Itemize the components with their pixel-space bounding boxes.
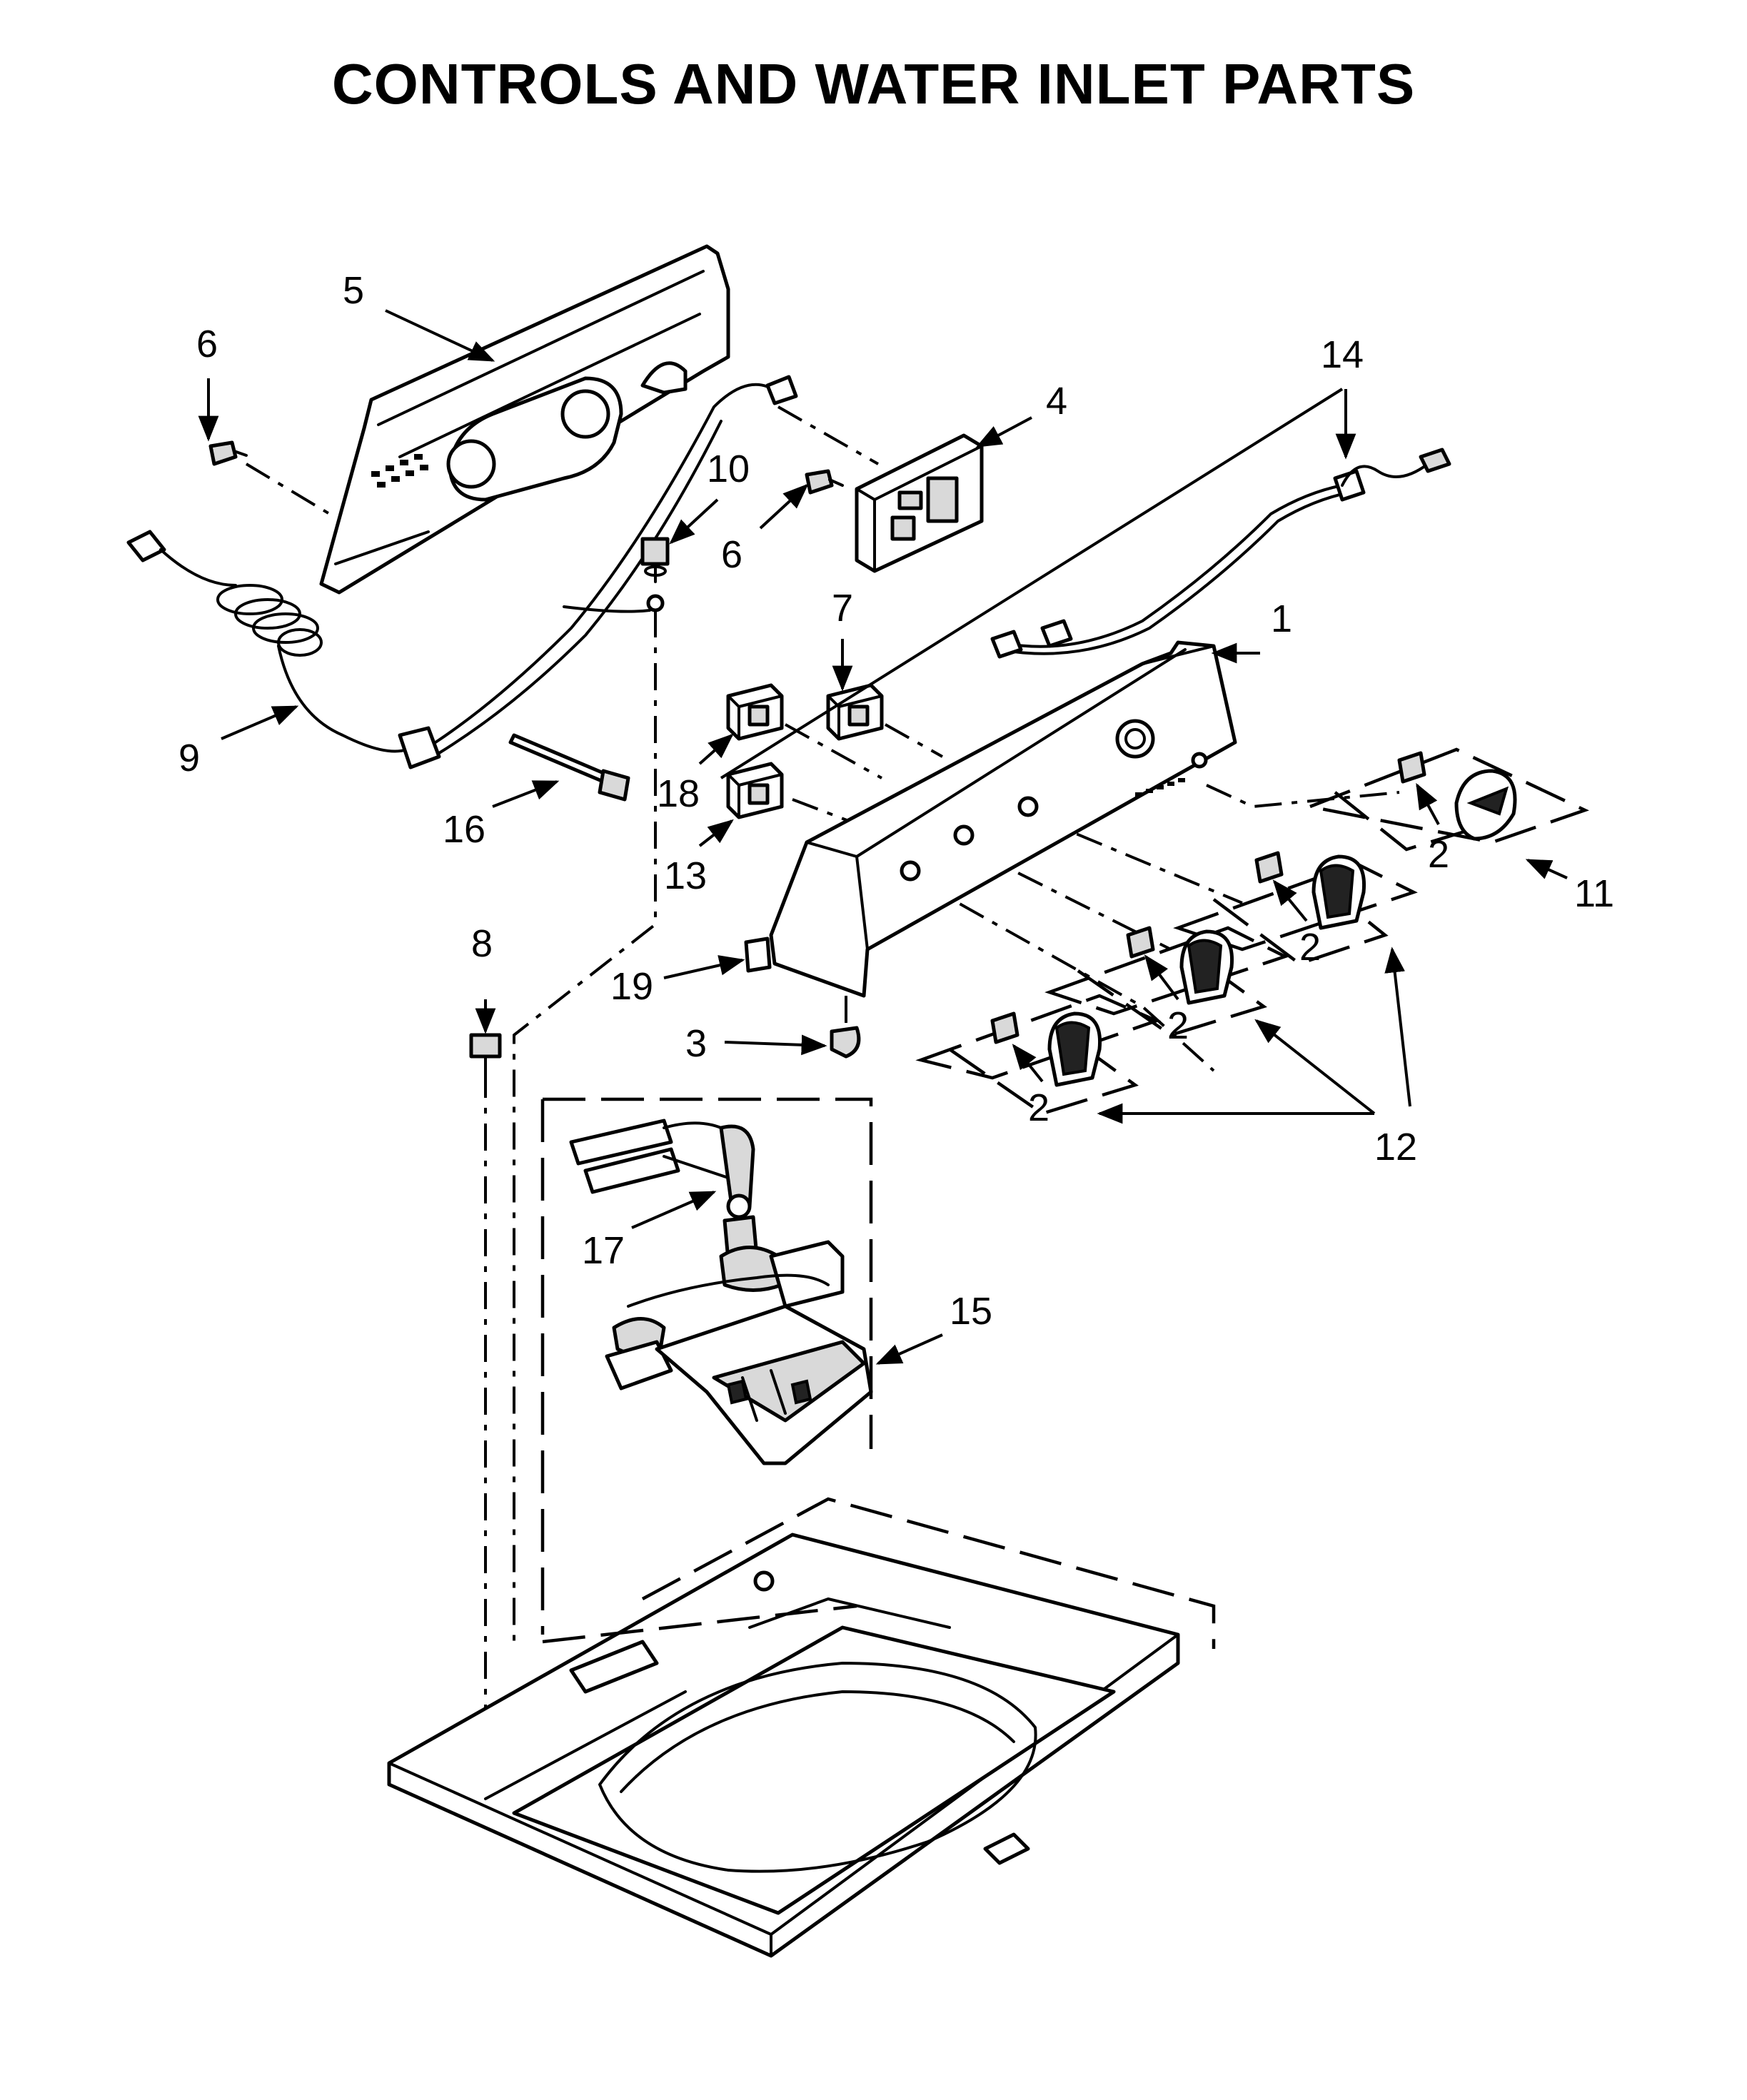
callout-10: 10: [707, 448, 750, 490]
callout-6-right: 6: [721, 533, 742, 576]
screw-part-8: [469, 1033, 502, 1079]
knob-insert-b: [1126, 926, 1155, 959]
knob-a: [1047, 1011, 1102, 1087]
clip-part-3: [830, 1026, 861, 1059]
callout-11: 11: [1574, 872, 1614, 915]
callout-18: 18: [657, 772, 700, 815]
power-cord: [126, 375, 798, 769]
rear-control-panel: [319, 244, 730, 595]
callout-15: 15: [950, 1290, 992, 1333]
callout-17: 17: [582, 1229, 625, 1272]
callout-16: 16: [443, 808, 485, 851]
knob-b: [1179, 929, 1234, 1005]
callout-2-d: 2: [1428, 833, 1449, 876]
callout-2-a: 2: [1028, 1086, 1049, 1129]
assembly-guide-lines: [245, 405, 1589, 1742]
callout-leaders: [198, 309, 1568, 1365]
screw-part-6-left: [208, 440, 248, 466]
callout-3: 3: [685, 1022, 707, 1065]
callout-19: 19: [610, 965, 653, 1008]
callout-13: 13: [664, 854, 707, 897]
ground-screw: [640, 537, 670, 583]
cable-tie: [508, 733, 630, 802]
callout-5: 5: [343, 269, 364, 312]
callout-labels: 5 6 4 6 10 14 1 7 9 18 16 13 2 11 2 8 19…: [178, 269, 1614, 1333]
knob-insert-d: [1397, 751, 1426, 784]
callout-4: 4: [1046, 380, 1067, 423]
clip-part-19: [744, 937, 772, 973]
callout-14: 14: [1321, 333, 1364, 376]
callout-1: 1: [1271, 597, 1292, 640]
knob-insert-a: [990, 1011, 1019, 1044]
control-board: [855, 433, 984, 573]
knob-d: [1454, 769, 1517, 841]
callout-6-left: 6: [196, 323, 218, 365]
washer-top-panel: [387, 1497, 1216, 1958]
page-title: CONTROLS AND WATER INLET PARTS: [331, 52, 1416, 116]
switch-part-13: [726, 762, 784, 819]
callout-2-b: 2: [1167, 1004, 1189, 1047]
knob-insert-c: [1254, 851, 1284, 884]
callout-12: 12: [1374, 1126, 1417, 1168]
screw-part-6-right: [805, 469, 844, 495]
callout-7: 7: [832, 587, 853, 630]
callout-8: 8: [471, 922, 493, 965]
callout-9: 9: [178, 737, 200, 779]
callout-2-c: 2: [1299, 926, 1321, 969]
switch-part-18: [726, 683, 784, 741]
water-valve-assembly: [605, 1240, 873, 1465]
wire-harness: [990, 448, 1451, 659]
knob-c: [1311, 854, 1366, 930]
